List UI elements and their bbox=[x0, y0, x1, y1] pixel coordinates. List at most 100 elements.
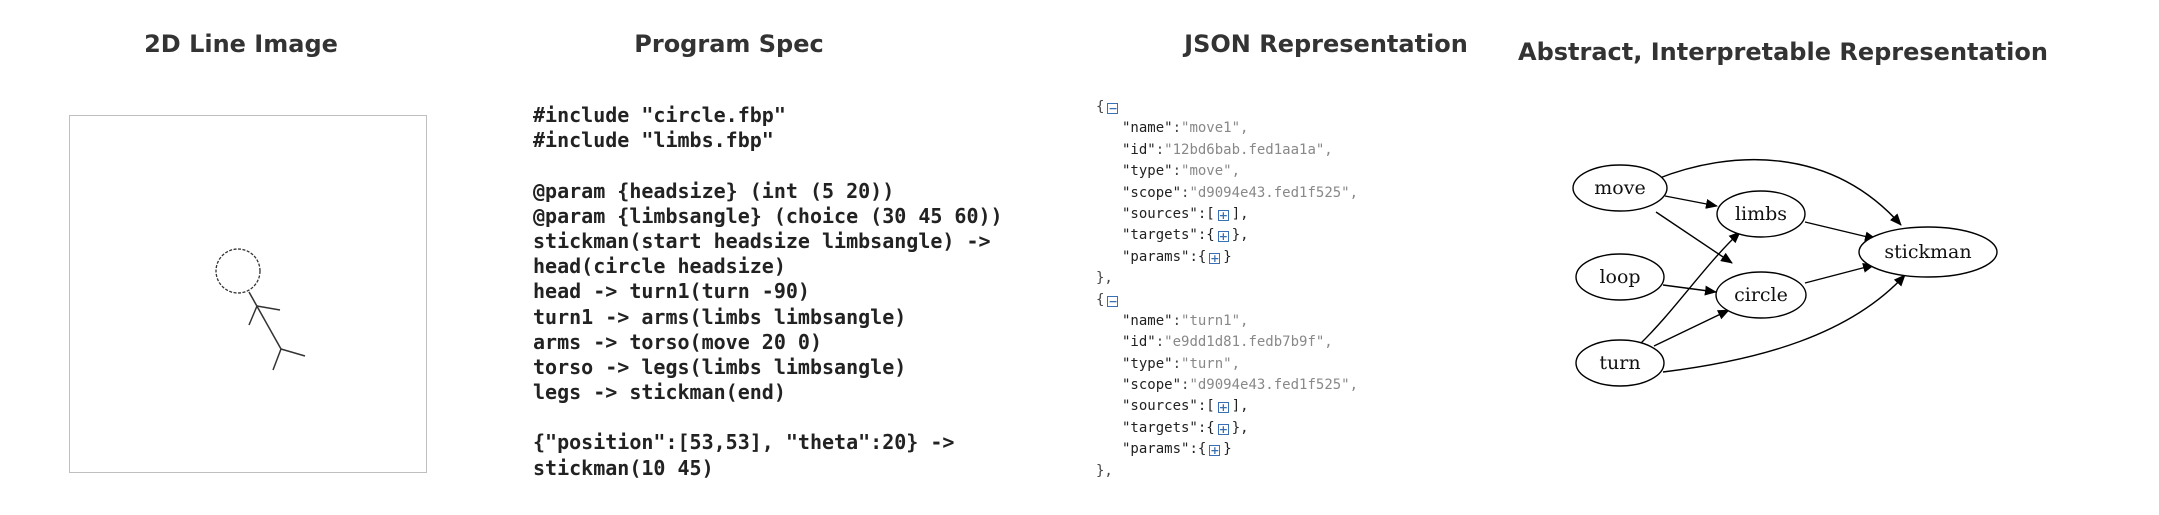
node-limbs: limbs bbox=[1717, 191, 1805, 237]
collapse-toggle-icon[interactable]: − bbox=[1107, 103, 1118, 114]
json-bracket-open: :{ bbox=[1198, 227, 1215, 243]
json-key: "type" bbox=[1122, 356, 1173, 372]
expand-toggle-icon[interactable]: + bbox=[1218, 402, 1229, 413]
json-key: "sources" bbox=[1122, 206, 1198, 222]
json-colon: : bbox=[1156, 142, 1164, 158]
node-stickman: stickman bbox=[1859, 227, 1997, 277]
code-line: head -> turn1(turn -90) bbox=[533, 279, 1003, 304]
json-bracket-close: }, bbox=[1232, 227, 1249, 243]
expand-toggle-icon[interactable]: + bbox=[1218, 424, 1229, 435]
json-field: "scope":"d9094e43.fed1f525", bbox=[1096, 183, 1358, 204]
json-bracket-close: ], bbox=[1232, 206, 1249, 222]
json-bracket-open: :{ bbox=[1189, 249, 1206, 265]
code-line: @param {limbsangle} (choice (30 45 60)) bbox=[533, 204, 1003, 229]
json-key: "id" bbox=[1122, 334, 1156, 350]
node-loop-label: loop bbox=[1599, 266, 1640, 288]
image-panel-title: 2D Line Image bbox=[144, 30, 338, 58]
json-value: "turn1", bbox=[1181, 313, 1248, 329]
json-object-close: }, bbox=[1096, 461, 1358, 482]
json-bracket-close: } bbox=[1223, 441, 1231, 457]
stickman-leg-left bbox=[273, 349, 281, 370]
graph-panel-title: Abstract, Interpretable Representation bbox=[1518, 38, 2048, 66]
json-key: "scope" bbox=[1122, 377, 1181, 393]
json-key: "params" bbox=[1122, 249, 1189, 265]
code-line: stickman(start headsize limbsangle) -> bbox=[533, 229, 1003, 254]
expand-toggle-icon[interactable]: + bbox=[1218, 231, 1229, 242]
json-value: "12bd6bab.fed1aa1a", bbox=[1164, 142, 1333, 158]
json-value: "move1", bbox=[1181, 120, 1248, 136]
json-object-open: {− bbox=[1096, 290, 1358, 311]
json-bracket-open: :{ bbox=[1198, 420, 1215, 436]
json-colon: : bbox=[1156, 334, 1164, 350]
edge-limbs-stickman bbox=[1805, 222, 1876, 239]
node-move-label: move bbox=[1594, 177, 1645, 199]
code-line bbox=[533, 153, 1003, 178]
json-bracket-close: }, bbox=[1232, 420, 1249, 436]
json-field: "params":{+} bbox=[1096, 247, 1358, 268]
edge-turn-circle bbox=[1654, 310, 1729, 346]
expand-toggle-icon[interactable]: + bbox=[1218, 210, 1229, 221]
code-line: {"position":[53,53], "theta":20} -> bbox=[533, 430, 1003, 455]
json-bracket-close: ], bbox=[1232, 398, 1249, 414]
json-key: "targets" bbox=[1122, 227, 1198, 243]
json-colon: : bbox=[1173, 356, 1181, 372]
code-line: stickman(10 45) bbox=[533, 456, 1003, 481]
code-line: head(circle headsize) bbox=[533, 254, 1003, 279]
stickman-arm-right bbox=[257, 306, 280, 310]
json-bracket-close: } bbox=[1223, 249, 1231, 265]
node-limbs-label: limbs bbox=[1735, 203, 1787, 225]
json-key: "scope" bbox=[1122, 185, 1181, 201]
edge-move-limbs bbox=[1665, 196, 1717, 206]
node-stickman-label: stickman bbox=[1884, 241, 1971, 263]
stickman-arm-left bbox=[249, 306, 257, 325]
json-field: "targets":{+}, bbox=[1096, 418, 1358, 439]
json-colon: : bbox=[1173, 120, 1181, 136]
collapse-toggle-icon[interactable]: − bbox=[1107, 296, 1118, 307]
json-field: "sources":[+], bbox=[1096, 204, 1358, 225]
json-colon: : bbox=[1173, 313, 1181, 329]
json-field: "sources":[+], bbox=[1096, 396, 1358, 417]
json-tree-view: {−"name":"move1","id":"12bd6bab.fed1aa1a… bbox=[1096, 97, 1358, 482]
stickman-leg-right bbox=[281, 349, 305, 356]
code-line: @param {headsize} (int (5 20)) bbox=[533, 179, 1003, 204]
edge-circle-stickman bbox=[1805, 265, 1874, 283]
json-value: "turn", bbox=[1181, 356, 1240, 372]
json-bracket-open: :{ bbox=[1189, 441, 1206, 457]
node-loop: loop bbox=[1576, 254, 1664, 300]
line-image-frame bbox=[69, 115, 427, 473]
json-panel-title: JSON Representation bbox=[1184, 30, 1468, 58]
json-key: "type" bbox=[1122, 163, 1173, 179]
code-line: #include "limbs.fbp" bbox=[533, 128, 1003, 153]
code-line: #include "circle.fbp" bbox=[533, 103, 1003, 128]
json-field: "id":"12bd6bab.fed1aa1a", bbox=[1096, 140, 1358, 161]
json-field: "type":"move", bbox=[1096, 161, 1358, 182]
node-circle-label: circle bbox=[1734, 284, 1788, 306]
json-object-close: }, bbox=[1096, 268, 1358, 289]
json-field: "name":"move1", bbox=[1096, 118, 1358, 139]
json-value: "d9094e43.fed1f525", bbox=[1189, 377, 1358, 393]
json-field: "type":"turn", bbox=[1096, 354, 1358, 375]
expand-toggle-icon[interactable]: + bbox=[1209, 445, 1220, 456]
code-line: legs -> stickman(end) bbox=[533, 380, 1003, 405]
json-key: "name" bbox=[1122, 120, 1173, 136]
json-field: "scope":"d9094e43.fed1f525", bbox=[1096, 375, 1358, 396]
json-bracket-open: :[ bbox=[1198, 398, 1215, 414]
node-turn-label: turn bbox=[1599, 352, 1640, 374]
json-object-open: {− bbox=[1096, 97, 1358, 118]
stickman-head bbox=[216, 249, 260, 293]
json-value: "e9dd1d81.fedb7b9f", bbox=[1164, 334, 1333, 350]
code-line bbox=[533, 405, 1003, 430]
json-field: "id":"e9dd1d81.fedb7b9f", bbox=[1096, 332, 1358, 353]
json-field: "targets":{+}, bbox=[1096, 225, 1358, 246]
json-field: "params":{+} bbox=[1096, 439, 1358, 460]
json-value: "move", bbox=[1181, 163, 1240, 179]
json-key: "sources" bbox=[1122, 398, 1198, 414]
expand-toggle-icon[interactable]: + bbox=[1209, 253, 1220, 264]
json-field: "name":"turn1", bbox=[1096, 311, 1358, 332]
json-bracket-open: :[ bbox=[1198, 206, 1215, 222]
node-circle: circle bbox=[1716, 272, 1806, 318]
json-key: "id" bbox=[1122, 142, 1156, 158]
json-open-brace: { bbox=[1096, 99, 1104, 115]
code-line: turn1 -> arms(limbs limbsangle) bbox=[533, 305, 1003, 330]
code-line: torso -> legs(limbs limbsangle) bbox=[533, 355, 1003, 380]
